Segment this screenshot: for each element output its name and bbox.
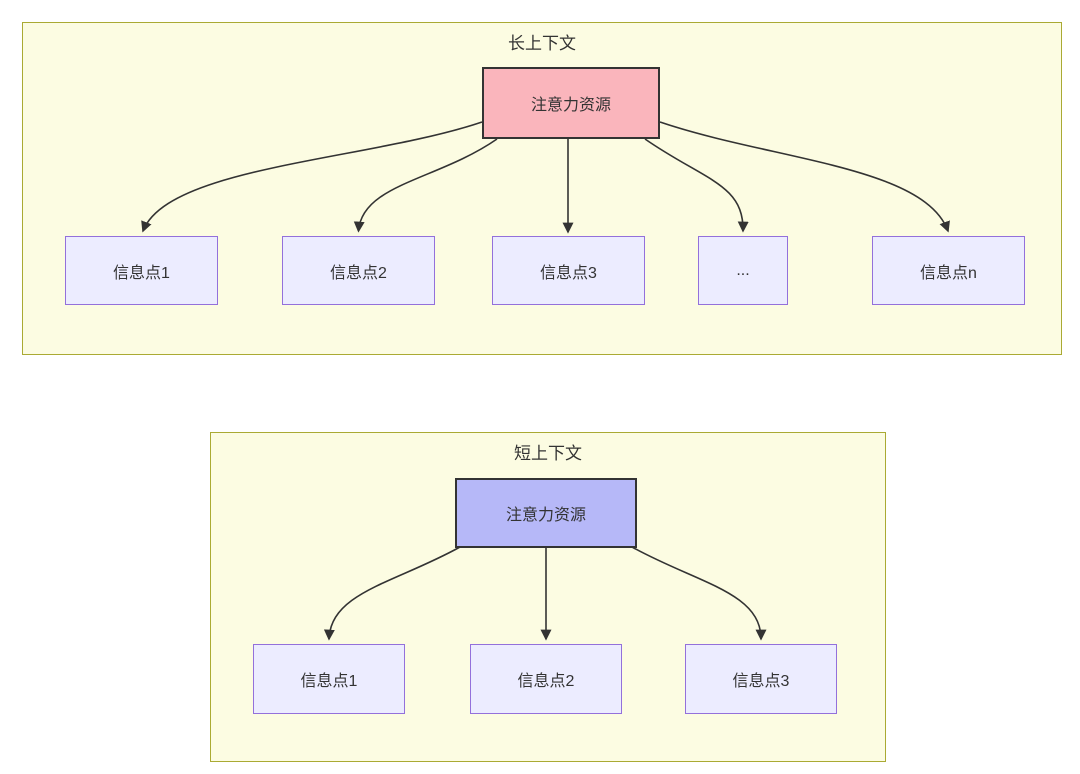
short-attention-node: 注意力资源 [455,478,637,548]
long-info-node-2: 信息点2 [282,236,435,305]
long-info-node-ellipsis: ... [698,236,788,305]
long-info-node-1: 信息点1 [65,236,218,305]
long-info-node-3: 信息点3 [492,236,645,305]
long-attention-node: 注意力资源 [482,67,660,139]
short-info-node-1: 信息点1 [253,644,405,714]
short-context-title: 短上下文 [514,444,582,463]
long-info-node-n: 信息点n [872,236,1025,305]
short-info-node-3: 信息点3 [685,644,837,714]
long-context-title: 长上下文 [508,34,576,53]
short-info-node-2: 信息点2 [470,644,622,714]
